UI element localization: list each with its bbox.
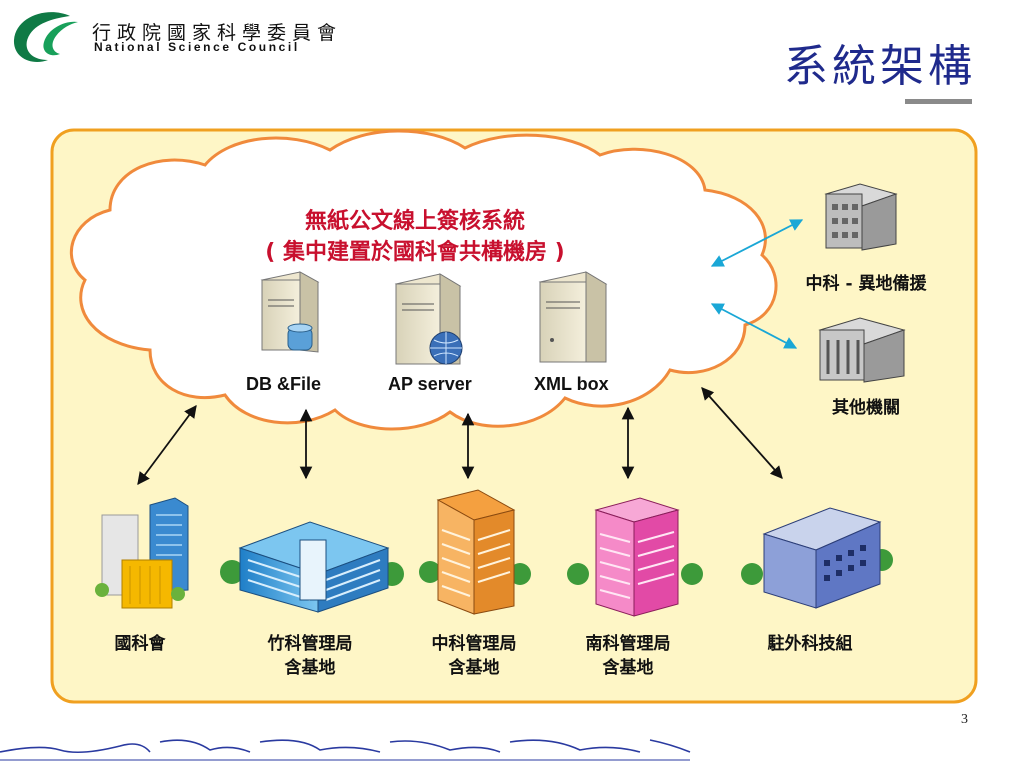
site-label-southern-line1: 南科管理局 (585, 634, 671, 654)
arrow-backup (710, 219, 804, 267)
site-label-southern: 南科管理局 含基地 (568, 632, 688, 680)
site-label-hsinchu-line2: 含基地 (284, 658, 336, 678)
site-label-overseas: 駐外科技組 (750, 632, 870, 656)
server-label-xml: XML box (534, 374, 609, 394)
backup-arrows (710, 219, 804, 349)
cloud-title-line2: ( 集中建置於國科會共構機房 ) (265, 240, 565, 265)
database-server-icon (260, 271, 320, 353)
logo (8, 8, 84, 66)
hsinchu-park-building-icon (220, 521, 404, 613)
web-server-icon (394, 273, 463, 365)
server-label-db: DB &File (246, 374, 322, 394)
site-label-central-line1: 中科管理局 (431, 634, 517, 654)
arrow-other-agencies (710, 303, 798, 349)
connection-arrows (137, 387, 783, 486)
site-label-hsinchu: 竹科管理局 含基地 (250, 632, 370, 680)
site-label-backup: 中科 - 異地備援 (805, 274, 927, 294)
slide-title: 系統架構 (784, 41, 976, 92)
arrow-nsc (137, 404, 197, 486)
xml-server-icon (538, 271, 608, 363)
office-building-icon (824, 183, 898, 251)
government-building-icon (818, 317, 906, 383)
footer-decoration (0, 739, 691, 761)
cloud-title-line1: 無紙公文線上簽核系統 (304, 209, 525, 234)
page-number: 3 (961, 712, 968, 727)
header-divider-main (905, 99, 972, 104)
site-label-other-agencies: 其他機關 (832, 398, 900, 418)
site-label-overseas-line1: 駐外科技組 (767, 634, 853, 654)
central-park-building-icon (419, 489, 531, 615)
org-name-en: National Science Council (94, 40, 300, 54)
site-label-central: 中科管理局 含基地 (414, 632, 534, 680)
overseas-office-building-icon (741, 507, 893, 609)
site-label-hsinchu-line1: 竹科管理局 (267, 634, 353, 654)
site-label-nsc: 國科會 (90, 632, 190, 656)
site-label-southern-line2: 含基地 (602, 658, 654, 678)
arrow-overseas (701, 387, 783, 479)
nsc-building-icon (95, 497, 189, 609)
site-label-central-line2: 含基地 (448, 658, 500, 678)
site-label-nsc-line1: 國科會 (114, 634, 166, 654)
southern-park-building-icon (567, 497, 703, 617)
server-label-ap: AP server (388, 374, 472, 394)
org-name-zh: 行政院國家科學委員會 (92, 22, 343, 44)
